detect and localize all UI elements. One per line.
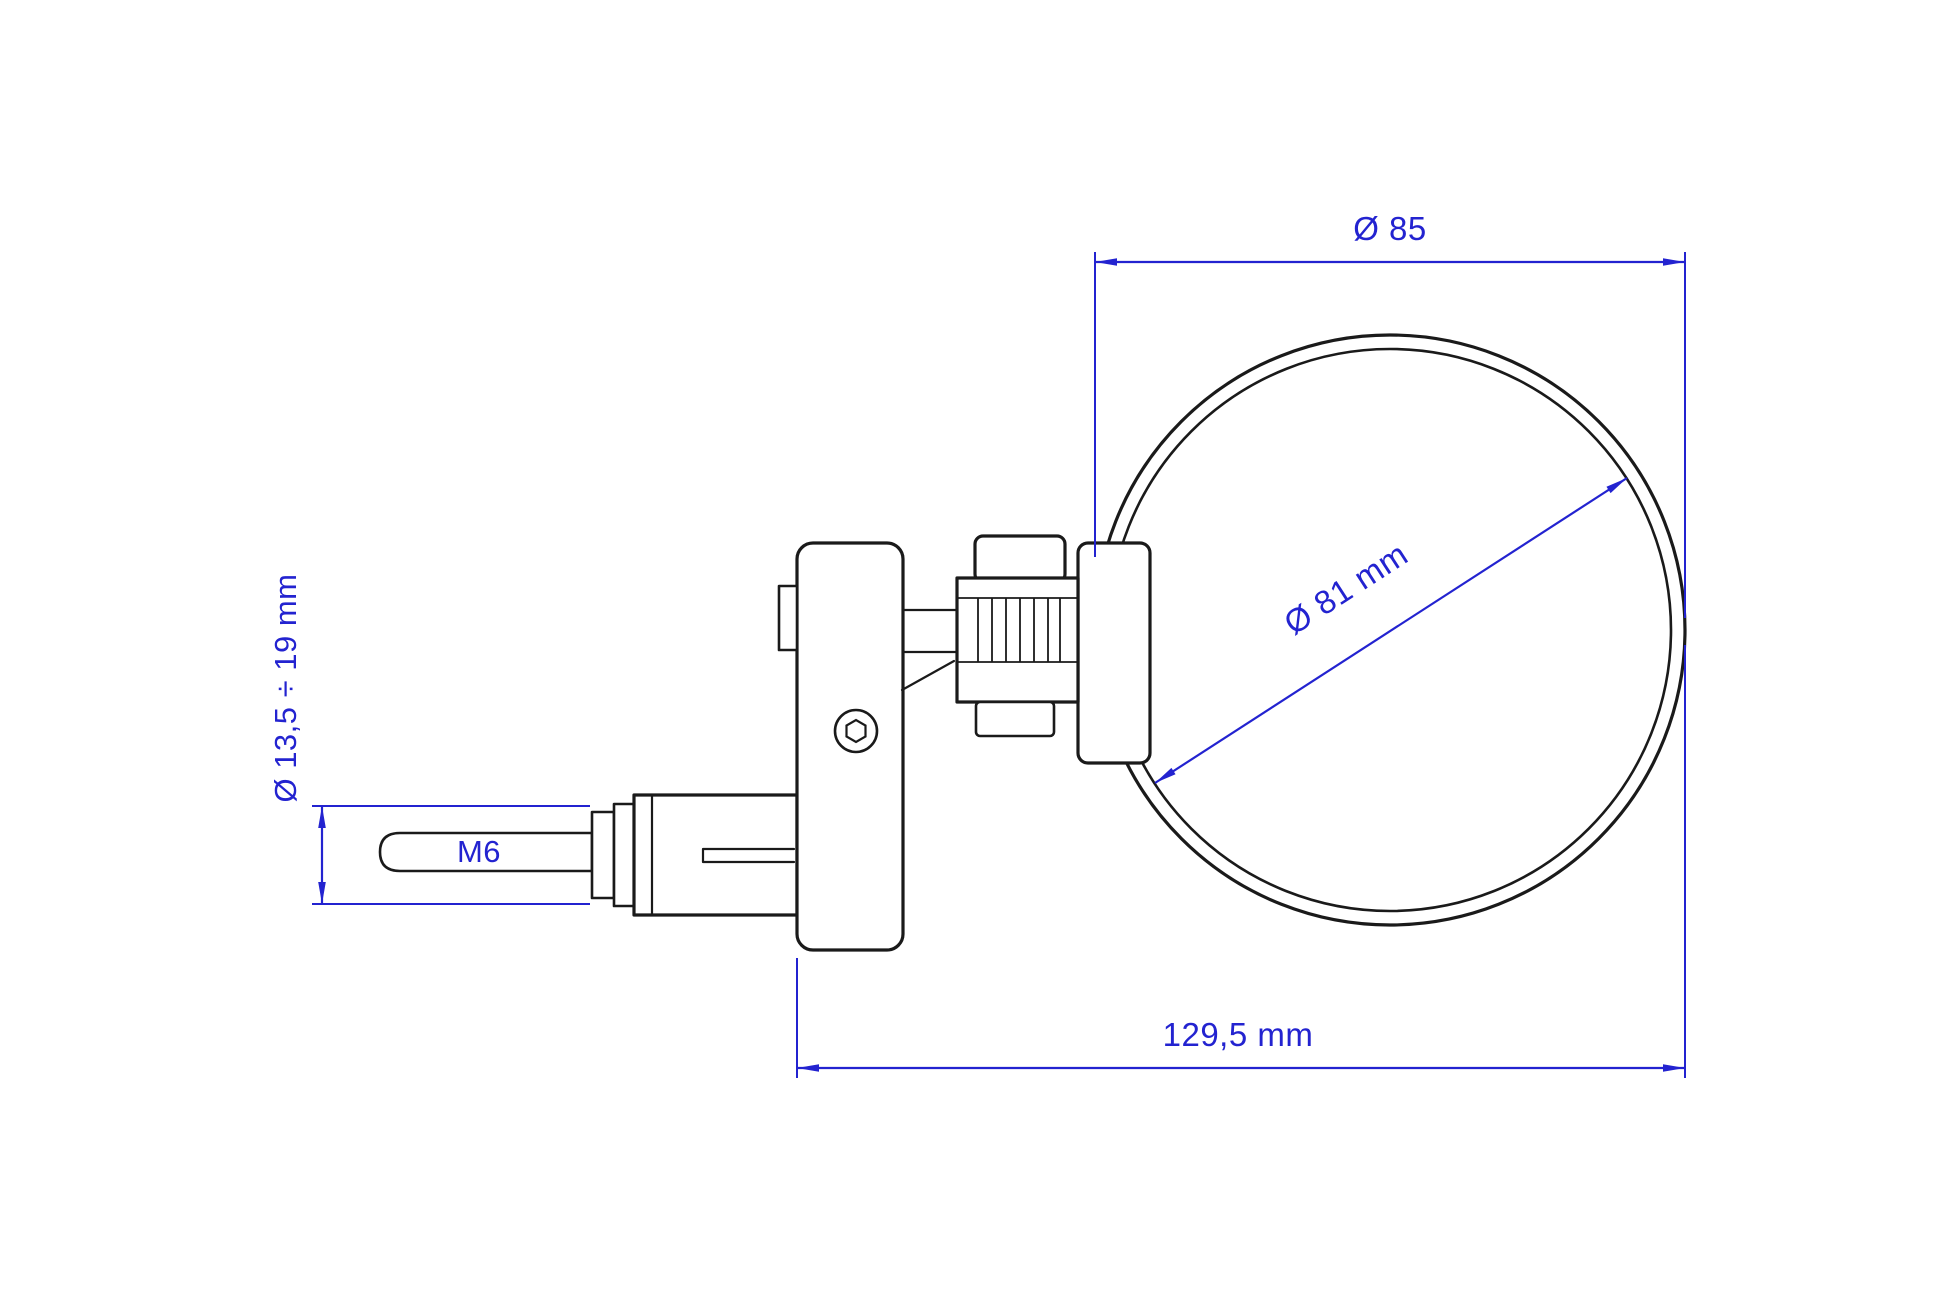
dim-length-label: 129,5 mm [1163, 1016, 1314, 1053]
thread-size-label: M6 [457, 834, 501, 869]
expander-bolt-shaft [378, 831, 594, 873]
dim-clamp-label: Ø 13,5 ÷ 19 mm [268, 573, 303, 802]
expander-flange [612, 802, 636, 908]
cylinder-slot [701, 847, 796, 864]
socket-screw-head [833, 708, 879, 754]
hinge-bottom-nut [974, 700, 1056, 738]
expander-cylinder [632, 793, 799, 917]
socket-screw-hex [845, 718, 867, 744]
hinge-top-bolt [973, 534, 1067, 584]
dim-85-label: Ø 85 [1353, 210, 1427, 247]
hinge-knurl-lines [977, 598, 1061, 662]
dim-81-line [1154, 477, 1628, 784]
pivot-arm-chamfer [900, 659, 956, 692]
mirror-stem [1076, 541, 1152, 765]
clamp-body-boss [777, 584, 799, 652]
expander-washer [590, 810, 616, 900]
